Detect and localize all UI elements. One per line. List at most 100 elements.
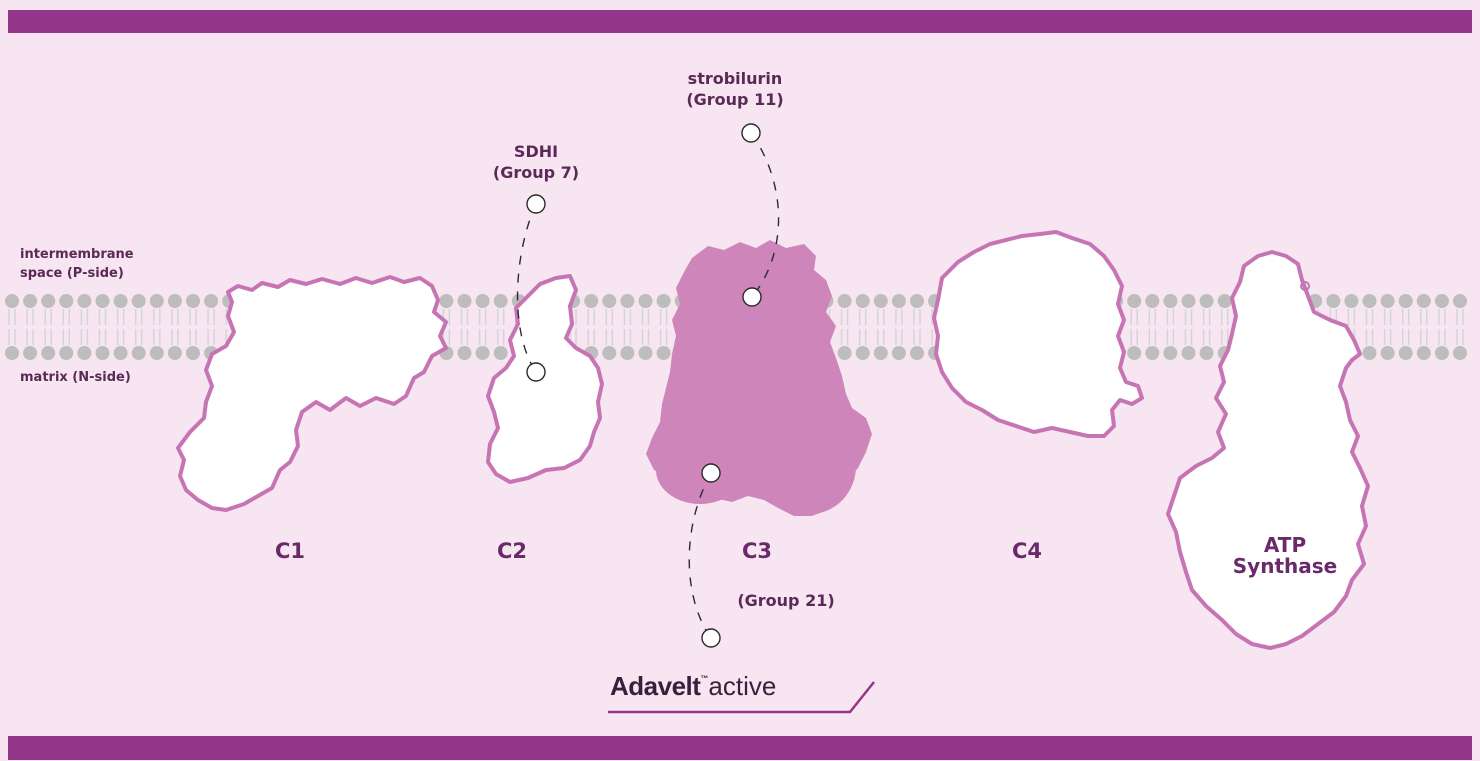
lipid-head xyxy=(1145,294,1160,308)
lipid-head xyxy=(204,294,219,308)
lipid-head xyxy=(457,346,472,360)
atp-synthase-line1: ATP xyxy=(1263,533,1307,557)
lipid-head xyxy=(1181,346,1196,360)
lipid-head xyxy=(95,294,110,308)
lipid-head xyxy=(855,294,870,308)
lipid-head xyxy=(493,294,508,308)
brand-underline xyxy=(608,681,875,714)
complex-2-shape xyxy=(486,274,604,484)
lipid-head xyxy=(1326,294,1341,308)
brand-text: Adavelt™active xyxy=(610,671,776,702)
lipid-head xyxy=(1362,294,1377,308)
adavelt-dashed-path xyxy=(688,472,712,639)
complex-2-label: C2 xyxy=(496,539,528,563)
lipid-head xyxy=(620,346,635,360)
n-side-label: matrix (N-side) xyxy=(20,370,131,385)
lipid-head xyxy=(59,294,74,308)
lipid-head xyxy=(910,346,924,360)
lipid-head xyxy=(23,346,38,360)
p-side-label: intermembrane space (P-side) xyxy=(20,245,134,283)
brand-suffix: active xyxy=(708,671,777,701)
lipid-head xyxy=(23,294,38,308)
lipid-head xyxy=(656,346,671,360)
top-band xyxy=(8,10,1472,33)
lipid-head xyxy=(167,346,182,360)
lipid-head xyxy=(475,294,490,308)
lipid-head xyxy=(638,346,653,360)
lipid-head xyxy=(1434,294,1449,308)
lipid-head xyxy=(620,294,635,308)
lipid-head xyxy=(584,294,599,308)
lipid-head xyxy=(1453,294,1467,308)
lipid-head xyxy=(891,294,906,308)
lipid-head xyxy=(439,294,454,308)
adavelt-active-logo: Adavelt™active xyxy=(606,667,882,715)
sdhi-dashed-path xyxy=(516,203,537,373)
lipid-head xyxy=(1145,346,1160,360)
lipid-head xyxy=(457,294,472,308)
sdhi-binding-site-circle xyxy=(526,362,546,382)
lipid-head xyxy=(167,294,182,308)
adavelt-group-label: (Group 21) xyxy=(737,591,835,610)
strobilurin-binding-site-circle xyxy=(742,287,762,307)
lipid-head xyxy=(77,346,92,360)
strobilurin-group: (Group 11) xyxy=(686,90,784,109)
lipid-head xyxy=(602,294,617,308)
lipid-head xyxy=(5,346,19,360)
lipid-head xyxy=(131,346,146,360)
lipid-head xyxy=(891,346,906,360)
lipid-head xyxy=(113,294,128,308)
lipid-head xyxy=(77,294,92,308)
strobilurin-label: strobilurin (Group 11) xyxy=(670,68,800,110)
lipid-head xyxy=(493,346,508,360)
lipid-head xyxy=(1199,346,1214,360)
lipid-head xyxy=(186,294,200,308)
atp-synthase-label: ATP Synthase xyxy=(1225,535,1345,577)
strobilurin-dashed-path xyxy=(750,132,780,298)
lipid-head xyxy=(1127,346,1142,360)
brand-name: Adavelt xyxy=(610,671,701,701)
p-side-label-line2: space (P-side) xyxy=(20,266,124,281)
sdhi-start-circle xyxy=(526,194,546,214)
lipid-head xyxy=(873,294,888,308)
lipid-head xyxy=(1398,294,1413,308)
lipid-head xyxy=(1380,294,1395,308)
lipid-head xyxy=(113,346,128,360)
lipid-head xyxy=(131,294,146,308)
lipid-head xyxy=(1434,346,1449,360)
sdhi-group: (Group 7) xyxy=(492,163,580,182)
lipid-head xyxy=(41,346,56,360)
adavelt-binding-site-circle xyxy=(701,463,721,483)
strobilurin-start-circle xyxy=(741,123,761,143)
lipid-head xyxy=(149,294,164,308)
complex-4-shape xyxy=(932,230,1144,438)
strobilurin-name: strobilurin xyxy=(687,69,783,88)
complex-3-label: C3 xyxy=(741,539,773,563)
lipid-head xyxy=(1163,346,1178,360)
lipid-head xyxy=(59,346,74,360)
lipid-head xyxy=(837,346,852,360)
lipid-head xyxy=(1453,346,1467,360)
lipid-head xyxy=(1217,294,1232,308)
lipid-head xyxy=(1416,346,1431,360)
adavelt-start-circle xyxy=(701,628,721,648)
lipid-head xyxy=(602,346,617,360)
lipid-head xyxy=(1416,294,1431,308)
p-side-label-line1: intermembrane xyxy=(20,247,134,262)
lipid-head xyxy=(855,346,870,360)
lipid-head xyxy=(910,294,924,308)
lipid-head xyxy=(873,346,888,360)
lipid-head xyxy=(837,294,852,308)
complex-1-shape xyxy=(176,275,448,512)
brand-trademark: ™ xyxy=(700,674,709,683)
lipid-head xyxy=(1181,294,1196,308)
lipid-head xyxy=(1344,294,1359,308)
lipid-head xyxy=(149,346,164,360)
lipid-head xyxy=(1362,346,1377,360)
lipid-head xyxy=(5,294,19,308)
bottom-band xyxy=(8,736,1472,760)
lipid-head xyxy=(656,294,671,308)
atp-synthase-line2: Synthase xyxy=(1232,554,1338,578)
lipid-head xyxy=(475,346,490,360)
